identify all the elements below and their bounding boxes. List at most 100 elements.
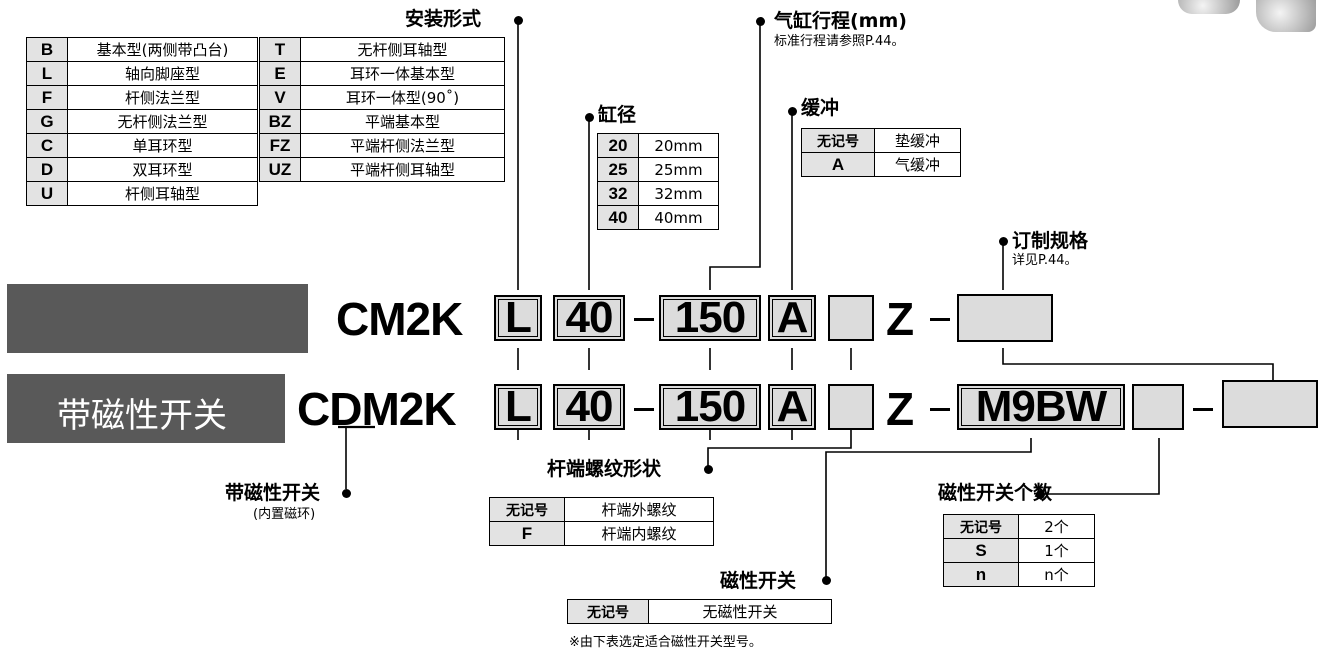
option-desc: n个 <box>1018 562 1095 587</box>
option-code: 无记号 <box>801 128 875 153</box>
option-code: 无记号 <box>489 497 565 522</box>
mounting-dot <box>514 16 523 25</box>
rod-end-dot <box>704 465 713 474</box>
cushion-dot <box>788 107 797 116</box>
option-code: UZ <box>259 157 301 182</box>
model2-dash-3 <box>1193 408 1213 411</box>
model2-dash-2 <box>930 408 950 411</box>
model1-stroke-box: 150 <box>659 295 761 341</box>
model2-mount-box: L <box>494 384 542 430</box>
with-switch-title: 带磁性开关 <box>225 482 321 504</box>
switch-count-dot <box>1036 490 1045 499</box>
auto-switch-title: 磁性开关 <box>720 570 797 592</box>
option-code: 20 <box>597 133 639 158</box>
option-desc: 2个 <box>1018 514 1095 539</box>
stroke-note: 标准行程请参照P.44。 <box>774 34 905 49</box>
option-code: B <box>26 37 68 62</box>
option-code: FZ <box>259 133 301 158</box>
switch-count-title: 磁性开关个数 <box>938 482 1053 504</box>
mto-dot <box>999 237 1008 246</box>
option-code: 25 <box>597 157 639 182</box>
option-desc: 无杆侧耳轴型 <box>300 37 505 62</box>
mounting-title: 安装形式 <box>405 8 482 30</box>
option-code: E <box>259 61 301 86</box>
option-code: 无记号 <box>567 599 649 624</box>
band-with-switch: 带磁性开关 <box>7 374 285 443</box>
model1-prefix: CM2K <box>336 293 463 345</box>
model2-mto-box <box>1222 380 1318 428</box>
auto-switch-note: ※由下表选定适合磁性开关型号。 <box>569 635 762 650</box>
mto-title: 订制规格 <box>1012 230 1089 252</box>
option-code: L <box>26 61 68 86</box>
option-desc: 杆端内螺纹 <box>564 521 714 546</box>
option-code: G <box>26 109 68 134</box>
option-code: n <box>943 562 1019 587</box>
cushion-title: 缓冲 <box>801 97 840 119</box>
model1-dash-2 <box>930 318 950 321</box>
model2-switch-box: M9BW <box>957 384 1125 430</box>
option-desc: 平端杆侧法兰型 <box>300 133 505 158</box>
model1-rodend-box <box>828 295 874 341</box>
model1-mount-box: L <box>494 295 542 341</box>
option-code: 32 <box>597 181 639 206</box>
model2-bore-box: 40 <box>553 384 625 430</box>
model1-mto-box <box>957 294 1053 342</box>
option-code: U <box>26 181 68 206</box>
option-desc: 25mm <box>638 157 719 182</box>
option-desc: 轴向脚座型 <box>67 61 258 86</box>
model2-rodend-box <box>828 384 874 430</box>
table-row: 无记号杆端外螺纹 <box>489 497 714 522</box>
option-desc: 20mm <box>638 133 719 158</box>
model1-cushion-box: A <box>768 295 816 341</box>
with-switch-note: (内置磁环) <box>253 507 316 522</box>
option-desc: 单耳环型 <box>67 133 258 158</box>
option-desc: 杆侧耳轴型 <box>67 181 258 206</box>
option-code: T <box>259 37 301 62</box>
option-code: C <box>26 133 68 158</box>
option-code: D <box>26 157 68 182</box>
option-code: BZ <box>259 109 301 134</box>
option-desc: 无磁性开关 <box>648 599 832 624</box>
mto-note: 详见P.44。 <box>1012 253 1078 268</box>
bore-dot <box>585 113 594 122</box>
option-desc: 无杆侧法兰型 <box>67 109 258 134</box>
model1-bore-box: 40 <box>553 295 625 341</box>
option-desc: 杆端外螺纹 <box>564 497 714 522</box>
band-standard <box>7 284 308 353</box>
option-desc: 耳环一体型(90˚) <box>300 85 505 110</box>
model2-cushion-box: A <box>768 384 816 430</box>
model1-z: Z <box>886 293 914 345</box>
model2-z: Z <box>886 383 914 435</box>
option-desc: 32mm <box>638 181 719 206</box>
option-code: F <box>26 85 68 110</box>
option-desc: 双耳环型 <box>67 157 258 182</box>
auto-switch-table: 无记号无磁性开关 <box>567 599 832 624</box>
auto-switch-dot <box>822 576 831 585</box>
rod-end-title: 杆端螺纹形状 <box>547 458 662 480</box>
model2-dash-1 <box>634 408 654 411</box>
product-photo-right <box>1256 0 1316 32</box>
option-desc: 耳环一体基本型 <box>300 61 505 86</box>
option-code: V <box>259 85 301 110</box>
